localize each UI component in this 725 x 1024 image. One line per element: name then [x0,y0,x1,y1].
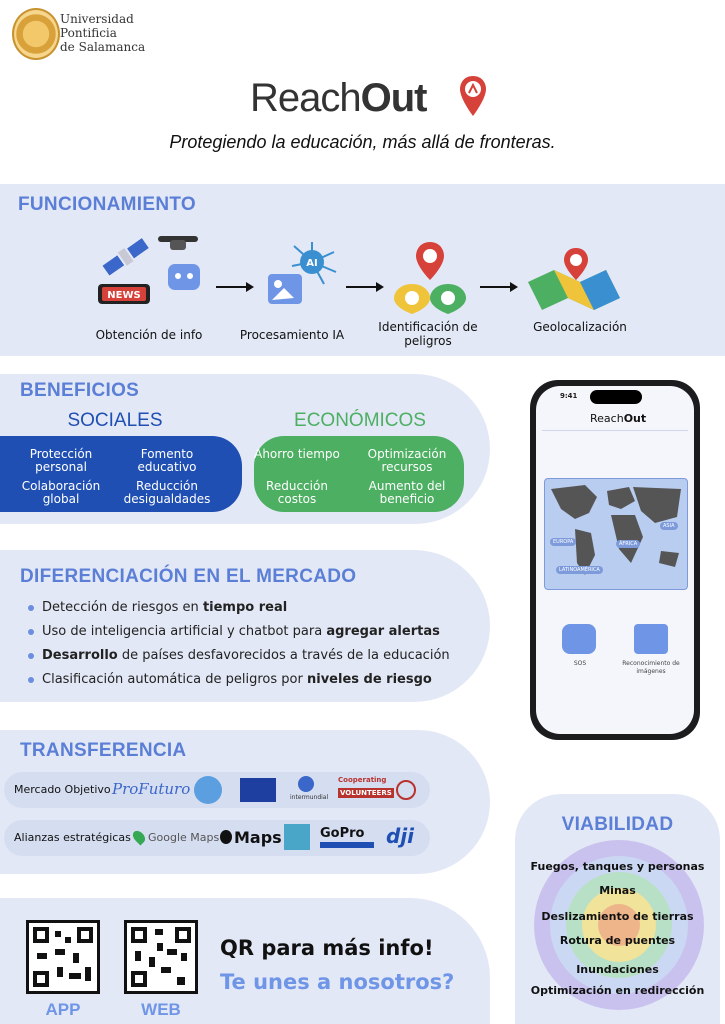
brand-light: Reach [250,76,362,120]
funcionamiento-title: FUNCIONAMIENTO [18,194,197,215]
google-maps-logo: Google Maps [148,831,220,844]
cooperating-logo: Cooperating [338,776,387,784]
volunteers-logo: VOLUNTEERS [338,788,394,798]
map-tag[interactable]: ASIA [660,522,678,530]
sociales-heading: SOCIALES [67,410,163,431]
viability-item: Deslizamiento de tierras [541,910,694,923]
step-label: Geolocalización [533,320,627,334]
bullet-item: Detección de riesgos en tiempo real [27,600,288,615]
app-qr-label: APP [45,1000,81,1019]
world-map[interactable] [544,478,688,590]
danger-pins-icon [394,242,466,314]
alianzas-row: Alianzas estratégicas Google Maps Maps G… [4,820,430,856]
benefit-item: Colaboración global [21,479,101,506]
mercado-label: Mercado Objetivo [14,783,111,796]
university-line: de Salamanca [60,40,146,54]
university-line: Pontificia [60,26,117,40]
viability-item: Rotura de puentes [559,934,676,947]
step-label: Procesamiento IA [239,328,345,342]
viability-item: Inundaciones [576,963,659,976]
benefit-item: Reducción desigualdades [123,479,211,506]
beneficios-title: BENEFICIOS [20,380,140,401]
benefit-item: Protección personal [29,447,93,474]
brand-title: ReachOut [250,76,427,121]
benefit-item: Ahorro tiempo [254,447,340,461]
phone-time: 9:41 [560,392,578,400]
map-tag[interactable]: EUROPA [550,538,577,546]
benefit-item: Reducción costos [266,479,328,506]
benefit-item: Optimización recursos [367,447,447,474]
apple-maps-logo: Maps [234,828,282,847]
viability-item: Optimización en redirección [530,984,705,997]
benefit-item: Aumento del beneficio [368,479,446,506]
google-maps-icon [130,828,148,846]
sos-label: SOS [573,660,587,667]
news-label: NEWS [107,290,140,301]
intermundial-logo: intermundial [290,794,329,801]
gopro-color-bar [320,842,374,848]
bullet-item: Clasificación automática de peligros por… [28,672,432,687]
diferenciacion-section [0,550,490,702]
ai-label: AI [306,258,317,269]
qr-pattern-icon [131,927,191,987]
intermundial-logo-icon [298,776,314,792]
map-pin-icon [528,248,620,310]
viability-item: Minas [599,884,636,897]
eu-flag-icon [240,778,276,802]
diferenciacion-title: DIFERENCIACIÓN EN EL MERCADO [20,566,357,587]
phone-dynamic-island [590,390,642,404]
partner-logo-icon [284,824,310,850]
university-line: Universidad [60,12,134,26]
gopro-logo: GoPro [320,826,365,841]
web-qr-label: WEB [141,1000,181,1019]
arrow-icon [346,282,384,292]
robot-icon[interactable] [562,624,596,654]
bullet-item: Uso de inteligencia artificial y chatbot… [28,624,440,639]
map-tag[interactable]: ÁFRICA [616,540,641,548]
ai-network-icon: AI [268,242,337,304]
satellite-drone-news-icon: NEWS [98,236,200,304]
arrow-icon [216,282,254,292]
university-name: Universidad Pontificia de Salamanca [60,12,180,54]
mercado-objetivo-row: Mercado Objetivo ProFuturo intermundial … [4,772,430,808]
location-pin-icon [460,76,486,116]
map-tag[interactable]: LATINOAMÉRICA [556,566,603,574]
brand-bold: Out [360,76,428,120]
image-recognition-label: Reconocimiento de imágenes [622,660,680,675]
risk-ring [598,904,640,946]
funcionamiento-section [0,184,725,356]
economicos-heading: ECONÓMICOS [294,410,426,431]
un-logo-icon [194,776,222,804]
qr-subtitle: Te unes a nosotros? [220,970,455,994]
world-map-icon [551,485,681,575]
qr-title: QR para más info! [220,936,434,960]
arrow-icon [480,282,518,292]
divider [542,430,688,431]
dji-logo: dji [386,824,415,848]
sociales-box: Protección personal Fomento educativo Co… [0,436,242,512]
university-seal-logo [12,8,60,60]
web-qr-code[interactable] [124,920,198,994]
transferencia-title: TRANSFERENCIA [20,740,187,761]
viabilidad-title: VIABILIDAD [561,814,674,835]
qr-pattern-icon [33,927,93,987]
app-qr-code[interactable] [26,920,100,994]
tagline: Protegiendo la educación, más allá de fr… [169,132,556,152]
economicos-box: Ahorro tiempo Optimización recursos Redu… [254,436,464,512]
alianzas-label: Alianzas estratégicas [14,831,131,844]
image-icon[interactable] [634,624,668,654]
step-label: Obtención de info [95,328,203,342]
viability-item: Fuegos, tanques y personas [530,860,705,873]
profuturo-logo: ProFuturo [112,780,191,798]
phone-app-title: ReachOut [590,412,647,425]
bullet-item: Desarrollo de países desfavorecidos a tr… [28,648,450,663]
volunteers-globe-icon [396,780,416,800]
benefit-item: Fomento educativo [137,447,197,474]
apple-icon [220,830,232,844]
step-label: Identificación de peligros [378,320,478,348]
